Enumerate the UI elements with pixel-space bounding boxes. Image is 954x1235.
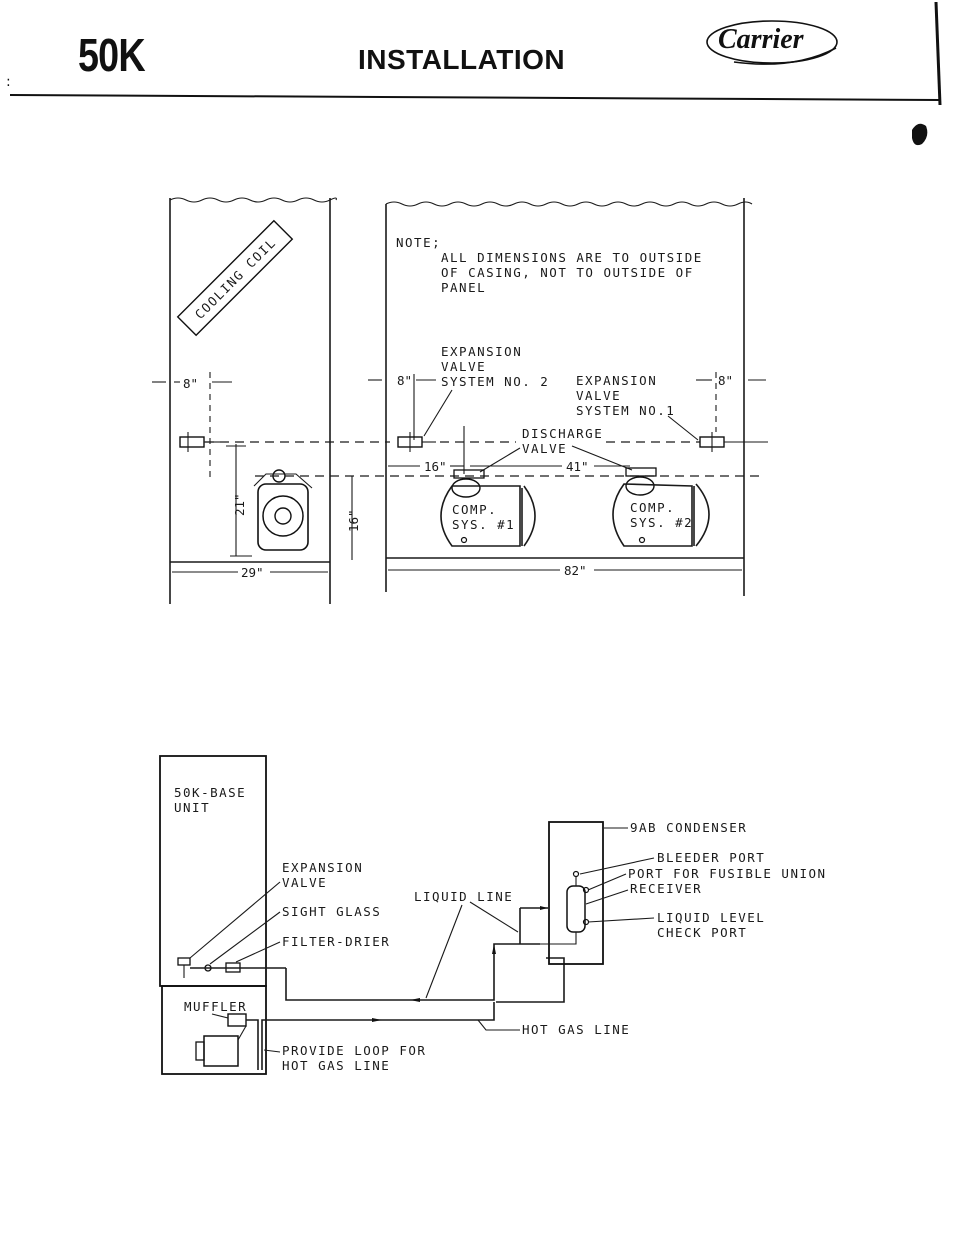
dim-41: 41" — [566, 459, 589, 474]
brand-logo-text: Carrier — [718, 24, 804, 55]
cooling-coil-label: COOLING COIL — [192, 235, 279, 322]
figure-1-dimensions: COOLING COIL 8" 21" 16" — [152, 197, 768, 604]
level-port-label: CHECK PORT — [657, 925, 747, 940]
model-number: 50K — [78, 29, 146, 81]
figure-2-piping: 50K-BASE UNIT MUFFLER EXPANSION VALVE SI… — [159, 755, 827, 1075]
note-heading: NOTE; — [396, 235, 441, 250]
compressor-system-1: COMP. SYS. #1 — [440, 469, 536, 547]
dim-16-vertical: 16" — [346, 509, 361, 532]
compressor-symbol — [203, 1035, 239, 1067]
expansion-valve-label: VALVE — [282, 875, 327, 890]
hot-gas-line-pipe — [272, 957, 565, 1021]
dim-mid-8: 8" — [397, 373, 412, 388]
margin-dots: : — [6, 74, 11, 90]
comp-2-label: SYS. #2 — [630, 515, 693, 530]
compressor-system-2: COMP. SYS. #2 — [612, 467, 710, 547]
base-unit-label: 50K-BASE — [174, 785, 246, 800]
exp-valve-2-label: SYSTEM NO. 2 — [441, 374, 549, 389]
compressor-side-view — [253, 469, 313, 551]
right-panel-break-line — [385, 201, 753, 207]
condenser-label: 9AB CONDENSER — [630, 820, 747, 835]
liquid-line-pipe — [285, 943, 540, 1001]
header-rule — [9, 94, 941, 101]
receiver-label: RECEIVER — [630, 881, 702, 896]
loop-label: HOT GAS LINE — [282, 1058, 390, 1073]
expansion-valve-symbol — [177, 957, 191, 966]
dim-right-8: 8" — [718, 373, 733, 388]
comp-1-label: COMP. — [452, 502, 497, 517]
note-line: ALL DIMENSIONS ARE TO OUTSIDE — [441, 250, 703, 265]
page-edge-mark — [934, 1, 942, 106]
cooling-coil: COOLING COIL — [176, 219, 294, 337]
hot-gas-line-label: HOT GAS LINE — [522, 1022, 630, 1037]
filter-drier-label: FILTER-DRIER — [282, 934, 390, 949]
receiver-symbol — [566, 885, 586, 933]
fusible-port-label: PORT FOR FUSIBLE UNION — [628, 866, 827, 881]
carrier-logo-oval — [706, 20, 838, 65]
dim-29: 29" — [241, 565, 264, 580]
exp-valve-1-label: VALVE — [576, 388, 621, 403]
note-line: PANEL — [441, 280, 486, 295]
exp-valve-1-label: SYSTEM NO.1 — [576, 403, 675, 418]
dim-82: 82" — [564, 563, 587, 578]
exp-valve-2-label: EXPANSION — [441, 344, 522, 359]
left-panel-break-line — [169, 197, 337, 203]
liquid-line-label: LIQUID LINE — [414, 889, 513, 904]
muffler-symbol — [227, 1013, 247, 1027]
note-line: OF CASING, NOT TO OUTSIDE OF — [441, 265, 694, 280]
discharge-valve-label: VALVE — [522, 441, 567, 456]
dim-21: 21" — [232, 493, 247, 516]
muffler-label: MUFFLER — [184, 999, 247, 1014]
exp-valve-2-label: VALVE — [441, 359, 486, 374]
page-title: INSTALLATION — [358, 44, 566, 75]
expansion-valve-label: EXPANSION — [282, 860, 363, 875]
expansion-valve-system-2 — [397, 432, 436, 452]
level-port-label: LIQUID LEVEL — [657, 910, 765, 925]
exp-valve-1-label: EXPANSION — [576, 373, 657, 388]
dim-16-horizontal: 16" — [424, 459, 447, 474]
bleeder-port-label: BLEEDER PORT — [657, 850, 765, 865]
comp-1-label: SYS. #1 — [452, 517, 515, 532]
expansion-valve-system-1 — [699, 432, 725, 452]
dim-left-8: 8" — [183, 376, 198, 391]
sight-glass-label: SIGHT GLASS — [282, 904, 381, 919]
base-unit-label: UNIT — [174, 800, 210, 815]
comp-2-label: COMP. — [630, 500, 675, 515]
discharge-valve-label: DISCHARGE — [522, 426, 603, 441]
condenser-box — [548, 821, 604, 965]
loop-label: PROVIDE LOOP FOR — [282, 1043, 426, 1058]
corner-mark — [912, 123, 928, 146]
muffler-compartment — [161, 985, 267, 1075]
